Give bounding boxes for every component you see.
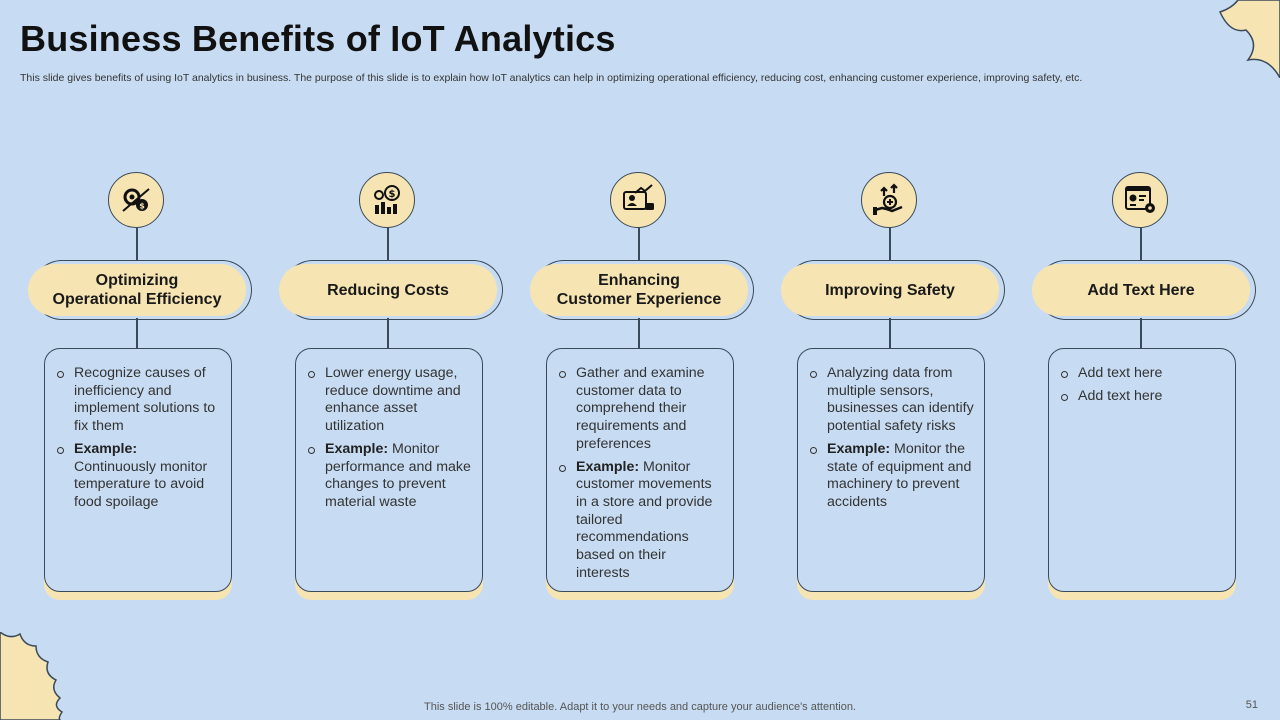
connector-line xyxy=(638,318,640,348)
slide-title: Business Benefits of IoT Analytics xyxy=(20,18,616,59)
bullet-text: Monitor performance and make changes to … xyxy=(325,440,471,510)
dashboard-gear-icon xyxy=(1112,172,1168,228)
slide-subtitle: This slide gives benefits of using IoT a… xyxy=(20,72,1083,84)
bullet-point: Add text here xyxy=(1059,388,1225,406)
bullet-text: Gather and examine customer data to comp… xyxy=(576,365,705,452)
customer-analytics-icon xyxy=(610,172,666,228)
safety-hand-icon xyxy=(861,172,917,228)
heading-outline xyxy=(1036,260,1256,320)
bullet-text: Monitor customer movements in a store an… xyxy=(576,458,713,581)
bullet-bold: Example: xyxy=(827,440,891,457)
card-heading: Optimizing Operational Efficiency xyxy=(28,264,246,316)
bullet-text: Continuously monitor temperature to avoi… xyxy=(74,458,208,510)
corner-decoration-bottom-left xyxy=(0,632,64,720)
cost-chart-icon: $ xyxy=(359,172,415,228)
connector-line xyxy=(638,228,640,260)
svg-text:$: $ xyxy=(139,202,145,211)
bullet-text: Lower energy usage, reduce downtime and … xyxy=(325,365,461,435)
bullet-point: Example: Monitor performance and make ch… xyxy=(306,441,472,512)
heading-outline xyxy=(534,260,754,320)
bullet-bold: Example: xyxy=(74,440,138,457)
bullet-point: Example: Monitor customer movements in a… xyxy=(557,459,723,583)
connector-line xyxy=(1140,318,1142,348)
heading-outline xyxy=(785,260,1005,320)
bullet-point: Add text here xyxy=(1059,365,1225,383)
bullet-text: Monitor the state of equipment and machi… xyxy=(827,440,972,510)
content-box: Recognize causes of inefficiency and imp… xyxy=(44,348,232,592)
bullet-text: Add text here xyxy=(1078,365,1163,381)
connector-line xyxy=(387,318,389,348)
gears-dollar-icon: $ xyxy=(108,172,164,228)
bullet-point: Recognize causes of inefficiency and imp… xyxy=(55,365,221,436)
connector-line xyxy=(136,318,138,348)
bullet-bold: Example: xyxy=(325,440,389,457)
connector-line xyxy=(387,228,389,260)
connector-line xyxy=(136,228,138,260)
connector-line xyxy=(1140,228,1142,260)
bullet-point: Example: Monitor the state of equipment … xyxy=(808,441,974,512)
page-number: 51 xyxy=(1245,699,1258,711)
heading-outline xyxy=(32,260,252,320)
bullet-bold: Example: xyxy=(576,458,640,475)
footer-note: This slide is 100% editable. Adapt it to… xyxy=(424,701,856,713)
heading-outline xyxy=(283,260,503,320)
svg-text:$: $ xyxy=(389,189,396,200)
corner-decoration-top-right xyxy=(1218,0,1280,78)
bullet-point: Analyzing data from multiple sensors, bu… xyxy=(808,365,974,436)
bullet-point: Gather and examine customer data to comp… xyxy=(557,365,723,454)
bullet-text: Recognize causes of inefficiency and imp… xyxy=(74,365,216,435)
card-heading: Reducing Costs xyxy=(279,264,497,316)
content-box: Analyzing data from multiple sensors, bu… xyxy=(797,348,985,592)
bullet-text: Analyzing data from multiple sensors, bu… xyxy=(827,365,974,435)
connector-line xyxy=(889,318,891,348)
card-heading: Improving Safety xyxy=(781,264,999,316)
content-box: Lower energy usage, reduce downtime and … xyxy=(295,348,483,592)
bullet-text: Add text here xyxy=(1078,387,1163,404)
card-heading: Add Text Here xyxy=(1032,264,1250,316)
bullet-point: Example: Continuously monitor temperatur… xyxy=(55,441,221,512)
connector-line xyxy=(889,228,891,260)
card-heading: Enhancing Customer Experience xyxy=(530,264,748,316)
bullet-point: Lower energy usage, reduce downtime and … xyxy=(306,365,472,436)
content-box: Gather and examine customer data to comp… xyxy=(546,348,734,592)
